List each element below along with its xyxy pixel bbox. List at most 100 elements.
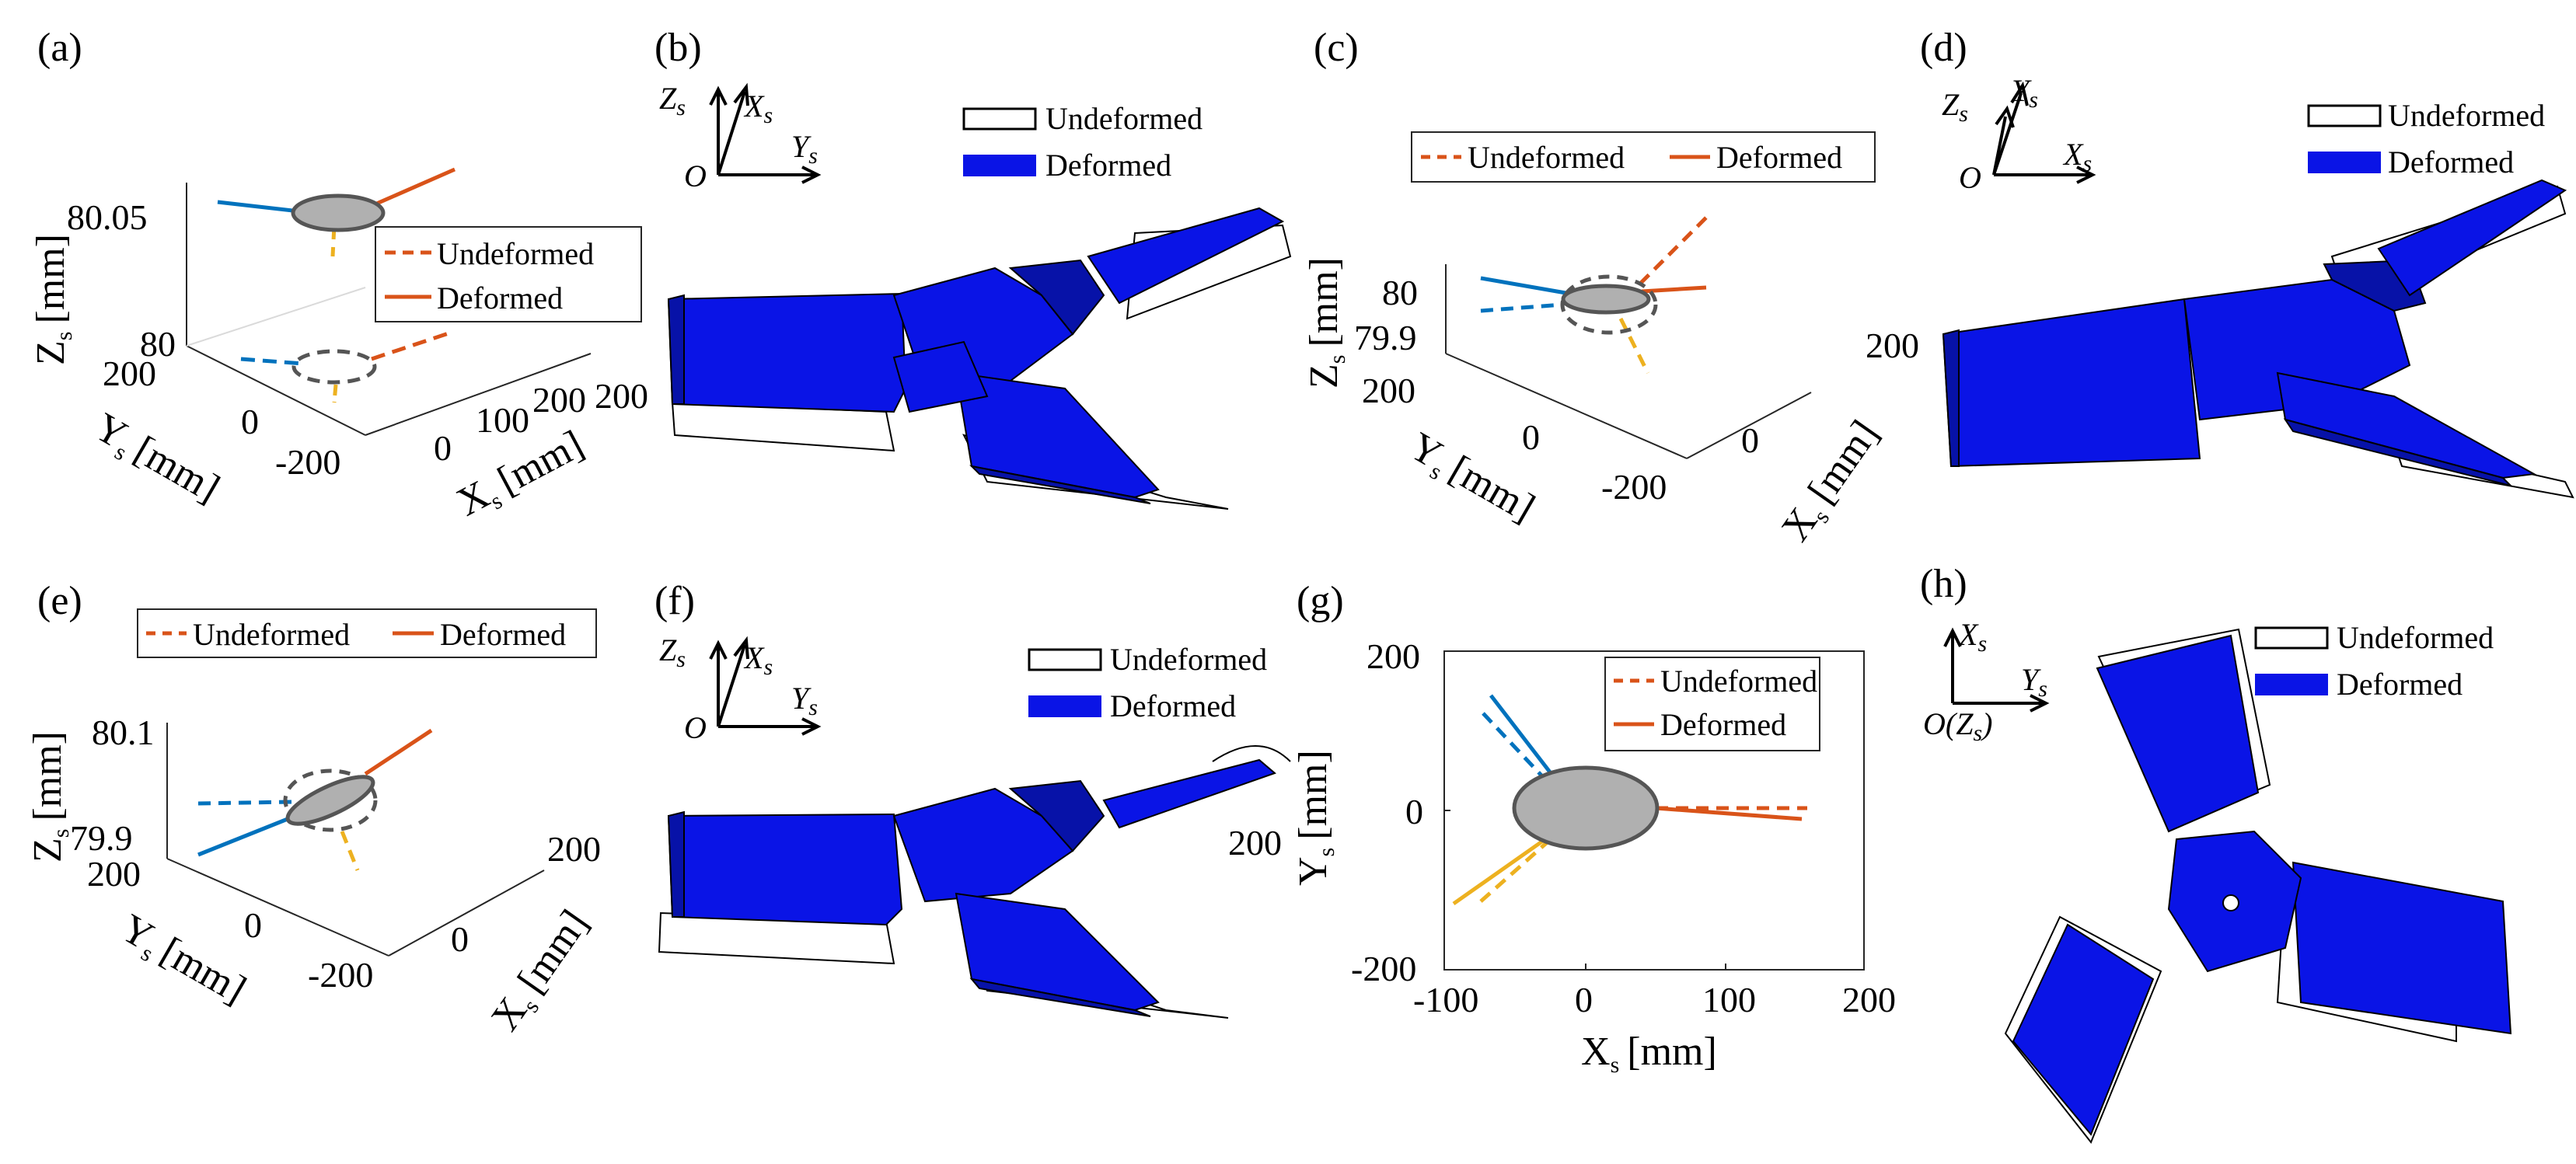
panel-a: (a) 80.05 80 200 0 -200 0 100 200 Zs[mm] (29, 26, 642, 525)
panel-f-label: (f) (654, 579, 695, 623)
panel-e-blade-orange-deformed (364, 728, 433, 776)
panel-f-axis-y: Ys (791, 681, 818, 720)
panel-d-tick: 200 (1866, 326, 1919, 365)
panel-c-ytick-1: -200 (1601, 467, 1667, 507)
panel-a-blade-orange-undeformed (371, 330, 452, 361)
panel-h-label: (h) (1920, 562, 1967, 606)
panel-c-xtick-0: 0 (1741, 420, 1759, 460)
panel-b-axis-z: Zs (659, 81, 686, 120)
panel-h-legend-deformed: Deformed (2337, 667, 2463, 702)
panel-e-hub-undeformed (283, 768, 378, 832)
panel-e-hub-deformed (285, 775, 375, 826)
panel-f-axes-triad (709, 636, 822, 736)
panel-e-legend-undeformed: Undeformed (193, 617, 350, 652)
panel-f-legend: Undeformed Deformed (1028, 642, 1267, 723)
panel-g-xtick-1: 0 (1575, 980, 1593, 1019)
panel-b-axes-triad (709, 82, 822, 184)
panel-g-ytick-1: 0 (1405, 792, 1423, 831)
panel-b-model (667, 207, 1292, 510)
panel-e-legend-deformed: Deformed (440, 617, 566, 652)
panel-b-tick: 200 (595, 376, 648, 416)
panel-a-xtick-1: 100 (476, 400, 529, 440)
panel-g-xlabel: Xs[mm] (1581, 1030, 1717, 1078)
panel-b-axis-x: Xs (743, 89, 773, 128)
panel-a-blade-yellow-undeformed (332, 384, 338, 403)
panel-h-axis-y: Ys (2021, 662, 2047, 702)
panel-g-legend-undeformed: Undeformed (1660, 664, 1817, 699)
panel-c-axes (1445, 264, 1812, 459)
svg-text:Ys[mm]: Ys[mm] (86, 405, 227, 514)
panel-e-xtick-0: 0 (451, 919, 469, 959)
panel-f-tick: 200 (1228, 823, 1282, 863)
panel-g-ytick-0: 200 (1367, 636, 1420, 676)
panel-d-axis-origin: O (1959, 160, 1981, 195)
panel-c-label: (c) (1314, 26, 1359, 70)
panel-e-blade-blue-undeformed (197, 800, 292, 806)
panel-g-legend: Undeformed Deformed (1604, 657, 1820, 751)
panel-h: (h) Xs Ys O(Zs) Undeformed Deformed (1920, 562, 2512, 1144)
panel-g-hub (1512, 765, 1660, 851)
panel-d-model (1942, 179, 2574, 499)
panel-a-blade-orange-deformed (372, 167, 456, 207)
panel-c-legend-deformed: Deformed (1716, 140, 1842, 175)
panel-g-xtick-3: 200 (1842, 980, 1896, 1019)
panel-d: (d) Zs Ys Xs O Undeformed Deformed 200 (1866, 26, 2574, 499)
panel-a-ylabel: Ys[mm] (86, 405, 227, 514)
panel-e: (e) Undeformed Deformed 80.1 79.9 200 0 … (26, 579, 601, 1041)
panel-g-blade-blue-deformed (1489, 694, 1552, 775)
panel-a-label: (a) (37, 26, 82, 70)
panel-g-ylabel: Ys[mm] (1291, 750, 1339, 886)
panel-a-ztick-0: 80.05 (67, 197, 148, 237)
panel-e-blade-blue-deformed (197, 814, 296, 857)
svg-text:Xs[mm]: Xs[mm] (1773, 413, 1890, 552)
panel-c-blade-yellow (1618, 317, 1650, 375)
panel-c-ylabel: Ys[mm] (1401, 424, 1542, 534)
panel-e-ytick-0: 0 (244, 905, 262, 945)
panel-g-blade-yellow-undeformed (1479, 838, 1552, 903)
panel-c-hub-undeformed (1560, 274, 1658, 335)
panel-d-axis-z: Zs (1942, 87, 1968, 127)
panel-g-blade-yellow-deformed (1452, 837, 1547, 906)
panel-a-xtick-2: 200 (532, 380, 586, 420)
panel-b-legend-undeformed: Undeformed (1045, 101, 1202, 136)
panel-e-ylabel: Ys[mm] (113, 906, 253, 1012)
panel-a-xtick-0: 0 (434, 428, 452, 468)
panel-a-blade-blue-deformed (217, 200, 300, 214)
panel-e-ztick-1: 79.9 (70, 818, 133, 858)
panel-b-legend-deformed: Deformed (1045, 148, 1171, 183)
svg-text:Ys[mm]: Ys[mm] (1291, 750, 1339, 886)
svg-text:Ys[mm]: Ys[mm] (1401, 424, 1542, 534)
panel-a-legend: Undeformed Deformed (375, 226, 642, 322)
panel-g-xtick-0: -100 (1413, 980, 1478, 1019)
panel-c-ztick-1: 79.9 (1354, 318, 1417, 357)
panel-a-blade-blue-undeformed (240, 357, 304, 366)
panel-a-ytick-1: 0 (241, 402, 259, 441)
panel-d-axes-triad (1992, 81, 2096, 184)
panel-h-legend: Undeformed Deformed (2254, 620, 2494, 702)
panel-b: (b) Zs Xs Ys O Undeformed Deformed (595, 26, 1292, 510)
panel-c-ytick-0: 0 (1522, 417, 1540, 457)
panel-d-legend: Undeformed Deformed (2307, 98, 2545, 179)
panel-f: (f) Zs Xs Ys O Undeformed Deformed 200 (654, 579, 1291, 1019)
svg-text:Xs[mm]: Xs[mm] (483, 902, 600, 1041)
panel-e-xlabel: Xs[mm] (483, 902, 600, 1041)
panel-b-axis-origin: O (684, 159, 707, 193)
panel-g-blade-blue-undeformed (1482, 712, 1545, 779)
panel-a-hub-undeformed (291, 349, 377, 385)
panel-b-label: (b) (654, 26, 702, 70)
panel-c-blade-orange-undeformed (1639, 216, 1708, 285)
panel-a-hub-deformed (291, 193, 386, 232)
panel-e-legend: Undeformed Deformed (137, 608, 597, 658)
svg-text:Zs[mm]: Zs[mm] (26, 731, 74, 863)
panel-a-zlabel: Zs[mm] (29, 234, 77, 365)
panel-f-axis-z: Zs (659, 633, 686, 672)
panel-d-label: (d) (1920, 26, 1967, 70)
panel-g-label: (g) (1297, 579, 1344, 623)
panel-g-xtick-2: 100 (1702, 980, 1756, 1019)
panel-c-hub-deformed (1561, 284, 1651, 315)
panel-d-legend-deformed: Deformed (2388, 145, 2514, 179)
panel-c-legend-undeformed: Undeformed (1468, 140, 1625, 175)
panel-a-ztick-1: 80 (140, 324, 176, 364)
panel-c-blade-blue-undeformed (1480, 302, 1563, 313)
